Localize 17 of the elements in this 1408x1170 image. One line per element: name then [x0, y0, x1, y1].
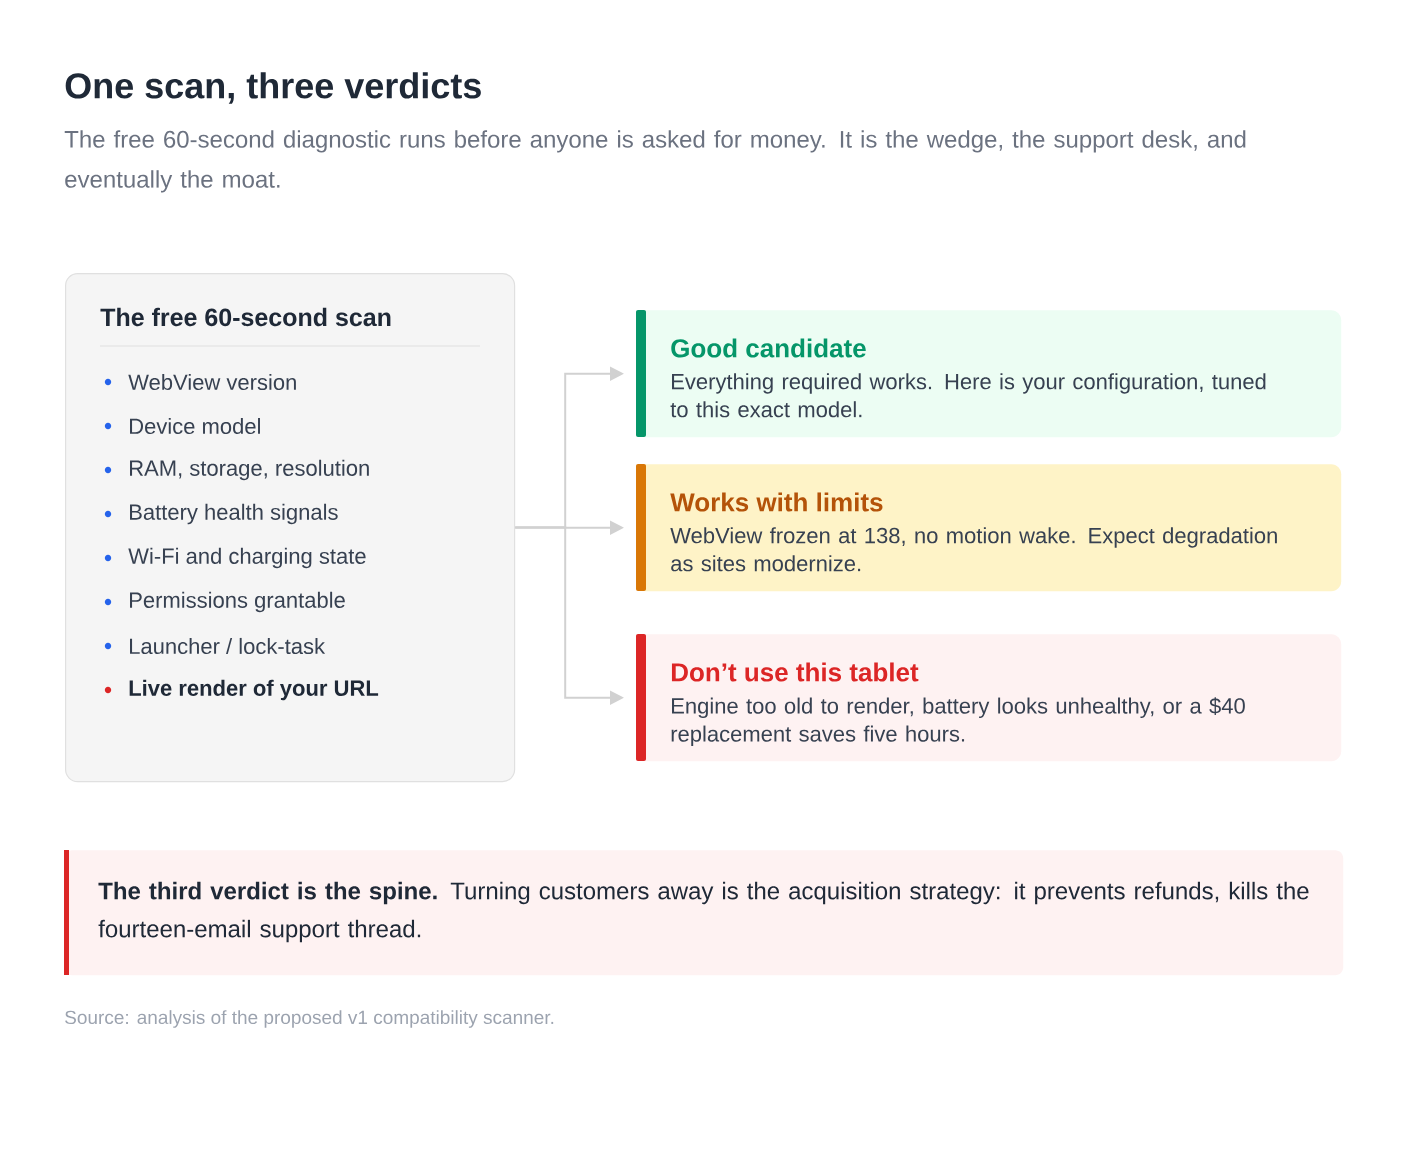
verdict-card: Works with limits WebView frozen at 138, no motion wake. Expect degradation as sites modernize. — [636, 464, 1342, 592]
verdict-card: Don’t use this tablet Engine too old to render, battery looks unhealthy, or a $40 replacement saves five hours. — [636, 634, 1342, 762]
bullet-item: RAM, storage, resolution — [104, 459, 369, 481]
bullet-item: Permissions grantable — [104, 591, 345, 613]
source-note: Source: analysis of the proposed v1 compatibility scanner. — [65, 1010, 554, 1028]
bullet-item: WebView version — [104, 373, 296, 391]
scan-panel — [65, 273, 516, 783]
bullet-item: Live render of your URL — [104, 679, 379, 701]
bullet-item: Launcher / lock-task — [104, 637, 326, 655]
bullet-item: Device model — [104, 417, 260, 435]
subtitle: The free 60-second diagnostic runs before anyone is asked for money. It is the wedge, the support desk, and eventually the moat. — [64, 130, 1246, 193]
bullet-item: Battery health signals — [104, 503, 338, 525]
panel-heading: The free 60-second scan — [100, 307, 391, 327]
callout-box: The third verdict is the spine. Turning customers away is the acquisition strategy: it prevents refunds, kills the fourteen-email support thread. — [64, 850, 1344, 976]
bullet-item: Wi-Fi and charging state — [104, 547, 366, 569]
verdict-card: Good candidate Everything required works. Here is your configuration, tuned to this exact model. — [636, 310, 1342, 438]
title: One scan, three verdicts — [65, 72, 481, 104]
